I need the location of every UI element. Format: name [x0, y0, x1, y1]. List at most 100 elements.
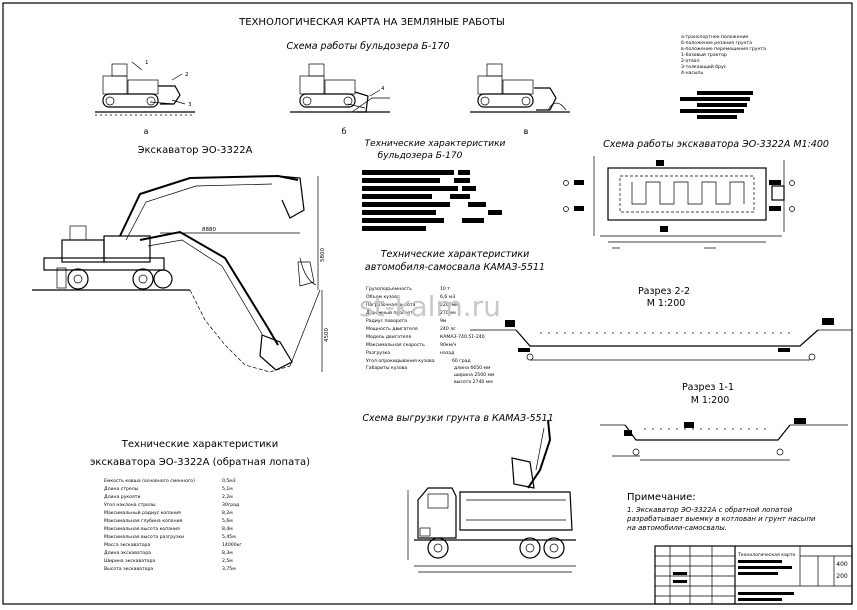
bulldozer-panel-b-label: б [342, 127, 347, 136]
pit-plan [563, 156, 795, 249]
kamaz-spec-value: 270мм [440, 310, 456, 316]
kamaz-spec-value: 90км/ч [440, 342, 457, 348]
bulldozer-panel-a: 1 2 3 а [95, 60, 195, 136]
bulldozer-callout-2: 2 [185, 72, 189, 78]
bulldozer-panel-c-label: в [524, 127, 529, 136]
legend-line-3: в-положение перемещения грунта [681, 47, 766, 52]
kamaz-spec-key: Максимальная скорость [366, 342, 425, 348]
notes-line-2: разрабатывает выемку в котлован и грунт … [626, 515, 816, 523]
section-11-scale: М 1:200 [691, 395, 730, 406]
redacted-bars-right [680, 91, 753, 119]
excavator-spec-value: 30град [222, 502, 239, 508]
kamaz-spec-key: Грузоподъемность [366, 286, 412, 292]
kamaz-spec-value: 10 т [440, 286, 450, 292]
kamaz-spec-key: Дорожный просвет [366, 309, 413, 316]
bulldozer-scheme-title: Схема работы бульдозера Б-170 [286, 41, 449, 52]
stamp-sheet-title: Технологическая карта [737, 552, 795, 558]
bulldozer-callout-1: 1 [145, 60, 149, 66]
notes-title: Примечание: [627, 492, 696, 503]
bulldozer-panel-c: в [470, 63, 570, 136]
excavator-spec-key: Максимальный радиус копания [104, 509, 181, 516]
excavator-title: Экскаватор ЭО-3322А [138, 145, 253, 156]
excavator-specs-list: Емкость ковша (основного сменного) 0,5м3… [104, 478, 242, 572]
bulldozer-panel-b: 4 б [290, 63, 390, 136]
legend-line-7: 4-насыпь [681, 70, 704, 76]
kamaz-spec-key: Погрузочная высота [366, 302, 416, 308]
excavator-spec-key: Максимальная глубина копания [104, 518, 183, 524]
excavator-spec-value: 2,2м [222, 494, 233, 500]
legend-line-5: 2-отвал [681, 58, 700, 64]
pit-scheme-title: Схема работы экскаватора ЭО-3322А М1:400 [603, 139, 829, 150]
excavator-spec-key: Длина стрелы [104, 486, 139, 492]
main-title: ТЕХНОЛОГИЧЕСКАЯ КАРТА НА ЗЕМЛЯНЫЕ РАБОТЫ [238, 17, 505, 28]
kamaz-spec-key: Мощность двигателя [366, 326, 418, 332]
excavator-spec-key: Угол наклона стрелы [104, 502, 156, 508]
excavator-spec-key: Длина рукояти [104, 494, 140, 500]
title-block: Технологическая карта 400 200 [654, 545, 853, 605]
excavator-dim-4500: 4500 [324, 328, 330, 342]
excavator-spec-key: Емкость ковша (основного сменного) [104, 478, 195, 484]
redacted-bulldozer-specs [362, 170, 502, 231]
kamaz-spec-value: 2200мм [440, 302, 459, 308]
kamaz-spec-key: Объем кузова [366, 294, 400, 300]
excavator-spec-value: 5,6м [222, 518, 233, 524]
watermark: st-kalm.ru [359, 290, 501, 323]
kamaz-spec-value: 60 град [452, 358, 471, 364]
kamaz-dim: высота 2740 мм [454, 379, 493, 385]
legend-line-2: б-положение резания грунта [681, 40, 752, 46]
bulldozer-legend: а-транспортное положение б-положение рез… [681, 35, 766, 76]
excavator-spec-value: 3,75м [222, 566, 236, 572]
excavator-spec-value: 14000кг [222, 542, 242, 548]
kamaz-spec-key: Радиус поворота [366, 318, 407, 324]
kamaz-dim: длина 6650 мм [454, 365, 491, 371]
kamaz-dims-title: Габариты кузова [366, 365, 407, 371]
bulldozer-callout-3: 3 [188, 102, 192, 108]
excavator-drawing: 8880 5800 4500 [32, 174, 330, 373]
kamaz-spec-value: 6,6 м3 [440, 294, 455, 300]
bulldozer-specs-title-1: Технические характеристики [365, 139, 506, 149]
excavator-specs-title-1: Технические характеристики [121, 439, 278, 450]
excavator-spec-value: 2,5м [222, 558, 233, 564]
excavator-specs-title-2: экскаватора ЭО-3322А (обратная лопата) [90, 457, 310, 468]
excavator-spec-value: 8,3м [222, 550, 233, 556]
section-11-title: Разрез 1-1 [682, 382, 734, 393]
stamp-sheet-total: 200 [836, 573, 848, 580]
kamaz-specs-list: Грузоподъемность 10 т Объем кузова 6,6 м… [366, 286, 495, 385]
kamaz-spec-key: Угол опрокидывания кузова [366, 358, 435, 364]
legend-line-6: 3-толкающий брус [681, 63, 727, 70]
kamaz-truck-drawing [407, 419, 576, 573]
kamaz-spec-key: Модель двигателя [366, 334, 411, 340]
excavator-dim-8880: 8880 [202, 227, 216, 233]
unload-scheme-title: Схема выгрузки грунта в КАМАЗ-5511 [362, 413, 553, 424]
excavator-spec-key: Масса экскаватора [104, 542, 150, 548]
legend-line-1: а-транспортное положение [681, 35, 748, 40]
kamaz-dim: ширина 2500 мм [454, 372, 495, 378]
section-22-scale: М 1:200 [647, 298, 686, 309]
excavator-spec-value: 8,4м [222, 526, 233, 532]
kamaz-specs-title-1: Технические характеристики [381, 249, 530, 260]
excavator-spec-key: Длина экскаватора [104, 550, 151, 556]
bulldozer-callout-4: 4 [381, 86, 385, 92]
legend-line-4: 1-базовый трактор [681, 51, 727, 58]
stamp-sheet-no: 400 [836, 561, 848, 568]
excavator-spec-key: Максимальная высота разгрузки [104, 534, 184, 540]
excavator-spec-value: 8,2м [222, 510, 233, 516]
kamaz-specs-title-2: автомобиля-самосвала КАМАЗ-5511 [365, 262, 545, 273]
kamaz-spec-value: 9м [440, 318, 447, 324]
excavator-dim-5800: 5800 [320, 248, 326, 262]
excavator-spec-key: Максимальная высота копания [104, 526, 180, 532]
section-11-drawing [600, 418, 848, 461]
notes-line-3: на автомобили-самосвалы. [627, 524, 727, 532]
kamaz-spec-key: Разгрузка [366, 350, 390, 356]
bulldozer-specs-title-2: бульдозера Б-170 [378, 151, 463, 161]
excavator-spec-key: Высота экскаватора [104, 566, 153, 572]
section-22-drawing [470, 318, 852, 361]
excavator-spec-value: 5,1м [222, 486, 233, 492]
excavator-spec-value: 5,45м [222, 534, 236, 540]
kamaz-spec-value: 240 лс [440, 326, 456, 332]
bulldozer-panel-a-label: а [144, 127, 149, 136]
excavator-spec-value: 0,5м3 [222, 478, 236, 484]
kamaz-spec-value: КАМАЗ-740.51-240 [440, 334, 485, 340]
